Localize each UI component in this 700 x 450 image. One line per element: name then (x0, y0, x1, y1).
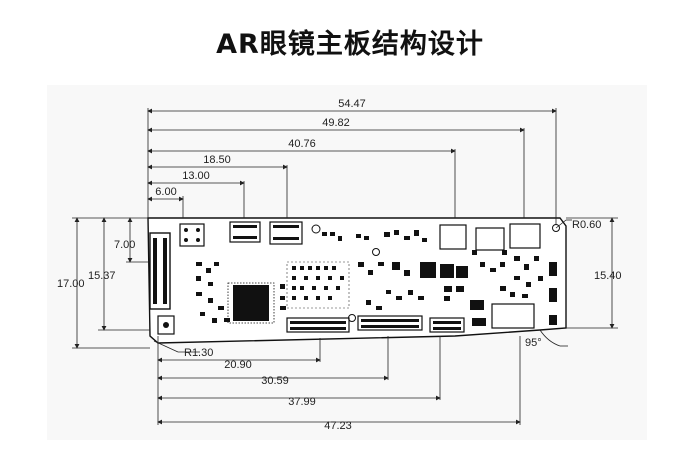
right-edge-part-2 (549, 288, 557, 302)
bottom-connector-2 (357, 315, 423, 331)
connector-pins (433, 321, 461, 324)
top-dimension-lines (147, 108, 557, 202)
connector-pins (273, 225, 299, 228)
crystal-oscillator (491, 303, 535, 329)
top-connector-2 (269, 221, 303, 245)
dim-label-13-00: 13.00 (182, 170, 210, 182)
diagram-title: AR眼镜主板结构设计 (216, 29, 484, 60)
dim-label-7-00: 7.00 (114, 239, 135, 251)
connector-pins (233, 225, 257, 228)
bottom-left-pad (163, 322, 169, 328)
right-ic-2 (440, 264, 454, 278)
extension-lines (72, 108, 618, 425)
connector-pins (361, 319, 419, 322)
dim-label-40-76: 40.76 (288, 138, 316, 150)
right-ic-4 (470, 300, 484, 310)
module-pad (196, 228, 200, 232)
connector-pins (290, 321, 346, 324)
right-switch-2 (475, 227, 505, 251)
right-edge-part-1 (549, 262, 557, 276)
dim-label-54-47: 54.47 (338, 98, 366, 110)
right-edge-part-3 (549, 315, 557, 325)
main-processor-chip (233, 285, 269, 321)
dim-label-47-23: 47.23 (324, 420, 352, 432)
radius-label-r1-30: R1.30 (184, 347, 213, 359)
bottom-left-part (157, 315, 175, 335)
callout-leaders (153, 219, 572, 353)
left-fpc-connector (149, 232, 171, 310)
processor-pads (227, 282, 275, 324)
angle-label-95: 95° (525, 337, 542, 349)
left-fpc-pins-b (163, 238, 167, 304)
bga-field (286, 261, 350, 309)
right-ic-3 (456, 266, 468, 278)
dim-label-49-82: 49.82 (322, 117, 350, 129)
dim-label-20-90: 20.90 (224, 359, 252, 371)
connector-pins (361, 325, 419, 328)
dim-label-15-40: 15.40 (594, 270, 622, 282)
right-switch-1 (439, 224, 467, 250)
dim-label-15-37: 15.37 (88, 270, 116, 282)
left-dimension-lines (74, 217, 133, 349)
dim-label-6-00: 6.00 (155, 186, 176, 198)
dim-label-30-59: 30.59 (261, 375, 289, 387)
right-ic-1 (420, 262, 436, 278)
module-pad (184, 238, 188, 242)
pcb-components (149, 221, 557, 335)
connector-pins (290, 327, 346, 330)
dim-label-18-50: 18.50 (203, 154, 231, 166)
mounting-holes (311, 224, 560, 322)
connector-pins (433, 327, 461, 330)
radius-label-r0-60: R0.60 (572, 219, 601, 231)
passive-components (196, 230, 543, 323)
right-ic-5 (472, 318, 486, 326)
bottom-connector-3 (429, 317, 465, 333)
square-module (179, 223, 205, 247)
mounting-hole (348, 314, 356, 322)
right-switch-3 (509, 223, 541, 249)
left-fpc-pins-a (153, 238, 157, 304)
bottom-dimension-lines (157, 357, 521, 425)
module-pad (196, 238, 200, 242)
module-pad (184, 228, 188, 232)
dim-label-17-00: 17.00 (57, 278, 85, 290)
dim-label-37-99: 37.99 (288, 396, 316, 408)
connector-pins (273, 237, 299, 240)
mounting-hole (552, 224, 560, 232)
mounting-hole (372, 248, 380, 256)
mounting-hole (311, 224, 321, 234)
bottom-connector-1 (286, 317, 350, 333)
connector-pins (233, 236, 257, 239)
top-connector-1 (229, 221, 261, 243)
